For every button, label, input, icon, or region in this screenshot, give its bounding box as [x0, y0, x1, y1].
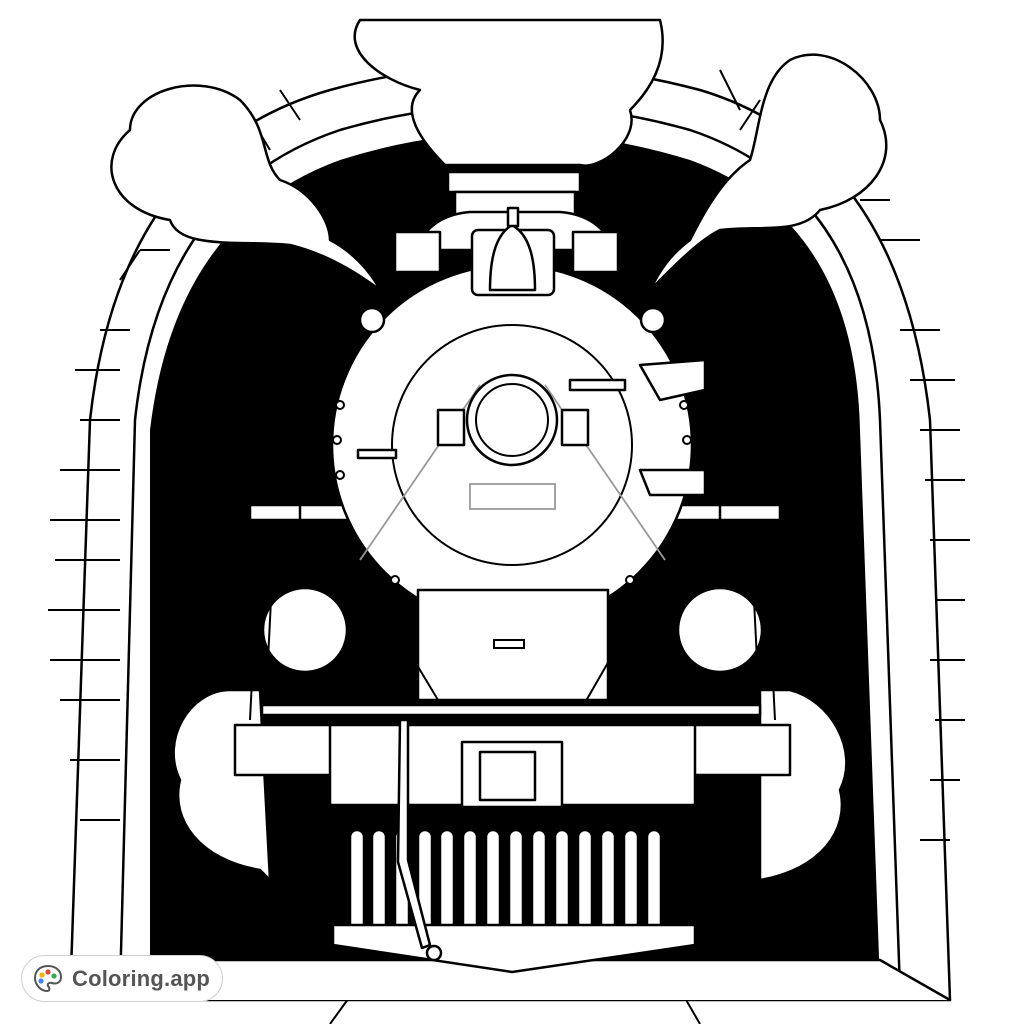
bell	[358, 206, 667, 334]
frame	[233, 519, 792, 809]
watermark-badge: Coloring.app	[21, 955, 223, 1002]
palette-icon	[33, 964, 63, 992]
boiler-front	[248, 263, 782, 702]
watermark-label: Coloring.app	[72, 965, 211, 991]
pilot	[331, 718, 697, 974]
